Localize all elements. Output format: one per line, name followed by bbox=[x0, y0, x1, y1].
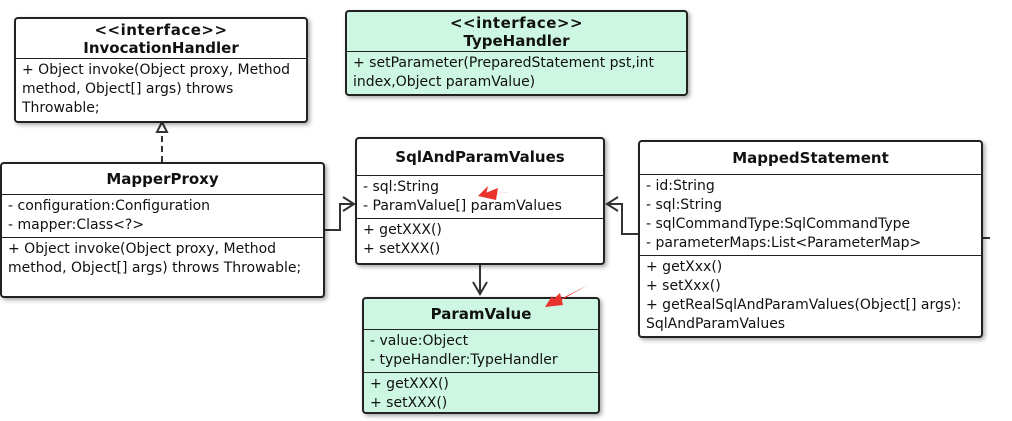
attribute-row: - typeHandler:TypeHandler bbox=[370, 352, 558, 368]
class-mappedstatement: MappedStatement - id:String - sql:String… bbox=[638, 140, 983, 338]
attribute-row: - value:Object bbox=[370, 333, 469, 349]
method-row: + getRealSqlAndParamValues(Object[] args… bbox=[646, 297, 962, 332]
attributes-section: - sql:String - ParamValue[] paramValues bbox=[357, 176, 603, 218]
methods-section: + getXXX() + setXXX() bbox=[364, 372, 598, 412]
class-name: InvocationHandler bbox=[83, 39, 239, 57]
method-row: + getXXX() bbox=[363, 222, 442, 238]
method-row: + setXxx() bbox=[646, 278, 721, 294]
attributes-section: - configuration:Configuration - mapper:C… bbox=[2, 195, 323, 237]
class-name: TypeHandler bbox=[463, 32, 570, 50]
dependency-arrowhead-down bbox=[472, 281, 488, 296]
attribute-row: - sql:String bbox=[646, 197, 723, 213]
method-row: + getXxx() bbox=[646, 259, 723, 275]
attribute-row: - sql:String bbox=[363, 179, 440, 195]
dependency-line-mappedstatement bbox=[608, 203, 638, 235]
method-row: + Object invoke(Object proxy, Method met… bbox=[8, 241, 302, 276]
method-row: + setParameter(PreparedStatement pst,int… bbox=[353, 55, 655, 90]
class-header: <<interface>> TypeHandler bbox=[347, 12, 686, 52]
methods-section: + getXxx() + setXxx() + getRealSqlAndPar… bbox=[640, 255, 981, 336]
class-name: MappedStatement bbox=[732, 149, 889, 167]
attribute-row: - sqlCommandType:SqlCommandType bbox=[646, 216, 911, 232]
class-header: SqlAndParamValues bbox=[357, 139, 603, 176]
stereotype-label: <<interface>> bbox=[449, 14, 584, 32]
attribute-row: - configuration:Configuration bbox=[8, 198, 211, 214]
class-header: ParamValue bbox=[364, 299, 598, 330]
class-mapperproxy: MapperProxy - configuration:Configuratio… bbox=[0, 162, 325, 298]
dependency-arrowhead-left bbox=[342, 196, 356, 212]
realization-arrowhead bbox=[155, 119, 169, 133]
method-row: + Object invoke(Object proxy, Method met… bbox=[22, 62, 291, 116]
attribute-row: - parameterMaps:List<ParameterMap> bbox=[646, 235, 922, 251]
methods-section: + Object invoke(Object proxy, Method met… bbox=[2, 237, 323, 280]
class-name: ParamValue bbox=[430, 305, 532, 323]
class-header: MapperProxy bbox=[2, 164, 323, 195]
class-header: MappedStatement bbox=[640, 142, 981, 175]
stereotype-label: <<interface>> bbox=[94, 21, 228, 39]
attribute-row: - ParamValue[] paramValues bbox=[363, 198, 562, 214]
attribute-row: - mapper:Class<?> bbox=[8, 217, 145, 233]
methods-section: + setParameter(PreparedStatement pst,int… bbox=[347, 52, 686, 94]
class-sqlandparamvalues: SqlAndParamValues - sql:String - ParamVa… bbox=[355, 137, 605, 265]
class-name: SqlAndParamValues bbox=[395, 148, 565, 166]
class-paramvalue: ParamValue - value:Object - typeHandler:… bbox=[362, 297, 600, 414]
class-invocationhandler: <<interface>> InvocationHandler + Object… bbox=[14, 17, 308, 123]
attributes-section: - value:Object - typeHandler:TypeHandler bbox=[364, 330, 598, 372]
class-name: MapperProxy bbox=[106, 170, 219, 188]
attributes-section: - id:String - sql:String - sqlCommandTyp… bbox=[640, 175, 981, 255]
method-row: + setXXX() bbox=[363, 241, 441, 257]
class-typehandler: <<interface>> TypeHandler + setParameter… bbox=[345, 10, 688, 96]
attribute-row: - id:String bbox=[646, 178, 715, 194]
methods-section: + getXXX() + setXXX() bbox=[357, 218, 603, 261]
class-header: <<interface>> InvocationHandler bbox=[16, 19, 306, 59]
dependency-line-mapperproxy bbox=[324, 203, 352, 231]
dependency-arrowhead-right bbox=[605, 196, 619, 212]
method-row: + getXXX() bbox=[370, 376, 449, 392]
methods-section: + Object invoke(Object proxy, Method met… bbox=[16, 59, 306, 120]
method-row: + setXXX() bbox=[370, 395, 448, 411]
